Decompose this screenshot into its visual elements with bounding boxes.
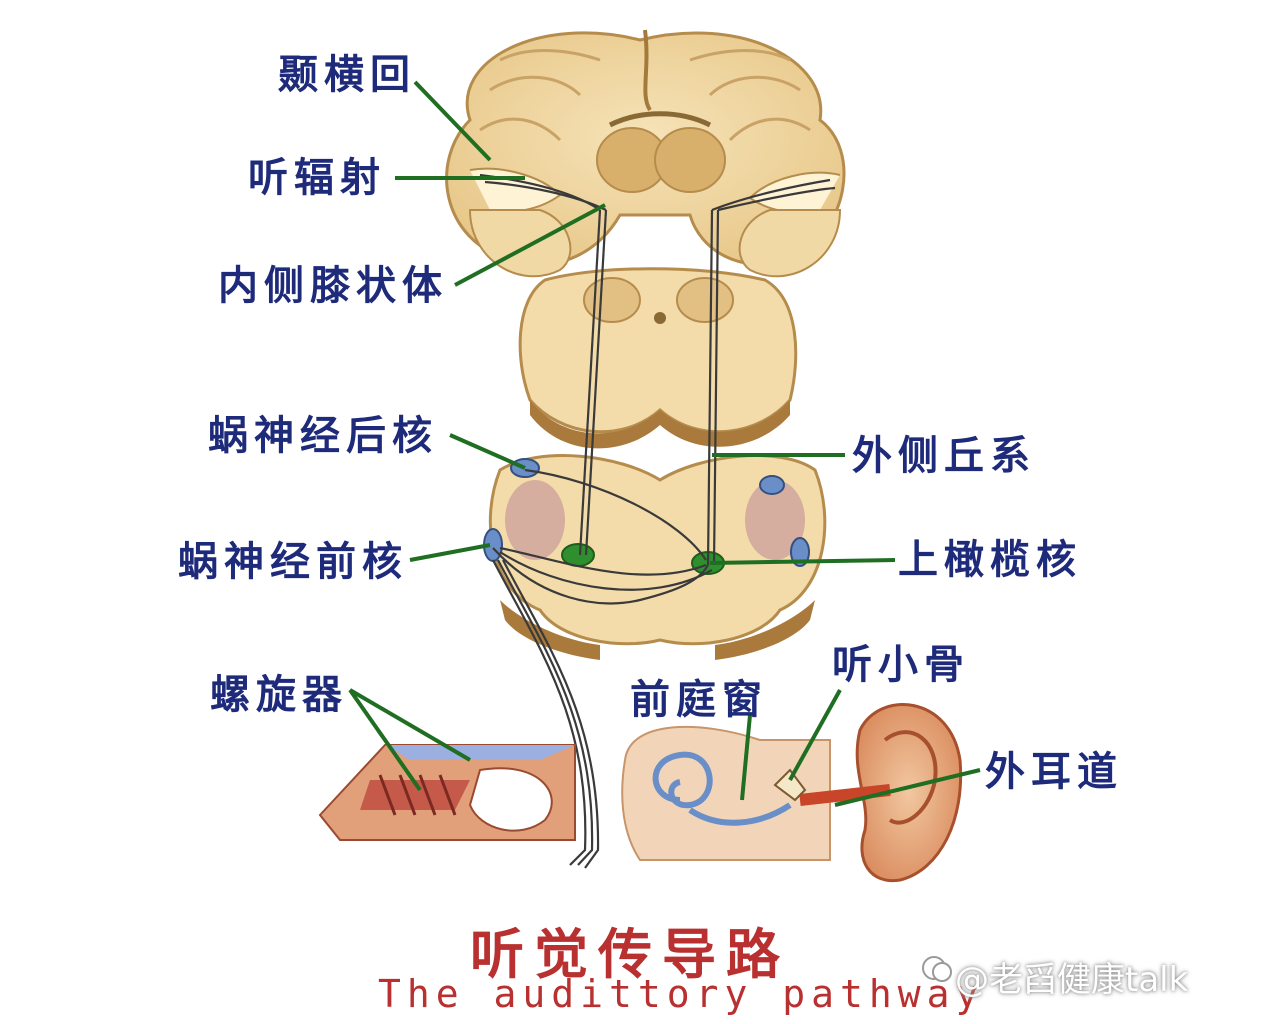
label-external-acoustic-meatus: 外耳道 (985, 749, 1123, 795)
leader-dorsal-cochlear-nucleus (449, 433, 526, 470)
leader-vestibular-window (740, 714, 752, 801)
ear-section (621, 703, 963, 883)
label-superior-olivary-nucleus: 上橄榄核 (898, 537, 1082, 583)
leader-medial-geniculate-body (454, 203, 606, 287)
label-dorsal-cochlear-nucleus: 蜗神经后核 (208, 413, 438, 459)
leader-external-acoustic-meatus (834, 768, 981, 807)
label-lateral-lemniscus: 外侧丘系 (852, 433, 1036, 479)
midbrain-section (518, 267, 798, 449)
auditory-fibers (479, 173, 836, 869)
label-ventral-cochlear-nucleus: 蜗神经前核 (178, 539, 408, 585)
label-spiral-organ: 螺旋器 (210, 672, 348, 718)
watermark-chat-icon (922, 956, 952, 982)
leader-temporal-transverse-gyrus (413, 80, 492, 162)
label-temporal-transverse-gyrus: 颞横回 (278, 52, 416, 98)
label-ossicles: 听小骨 (832, 642, 970, 688)
pons-section (483, 454, 827, 660)
watermark-text: @老舀健康talk (955, 960, 1189, 1000)
leader-superior-olivary-nucleus (709, 558, 896, 565)
diagram-title-chinese: 听觉传导路 (470, 922, 790, 986)
diagram-title-english: The audittory pathway (378, 972, 985, 1016)
leader-spiral-organ-b (348, 688, 422, 792)
cerebrum-section (445, 29, 846, 278)
cochlea-section (318, 744, 576, 841)
leader-ossicles (788, 689, 842, 781)
label-acoustic-radiation: 听辐射 (248, 155, 386, 201)
label-medial-geniculate-body: 内侧膝状体 (218, 263, 448, 309)
leader-ventral-cochlear-nucleus (409, 543, 491, 562)
label-vestibular-window: 前庭窗 (630, 677, 768, 723)
leader-spiral-organ-a (348, 688, 472, 762)
leader-lines (348, 80, 981, 807)
